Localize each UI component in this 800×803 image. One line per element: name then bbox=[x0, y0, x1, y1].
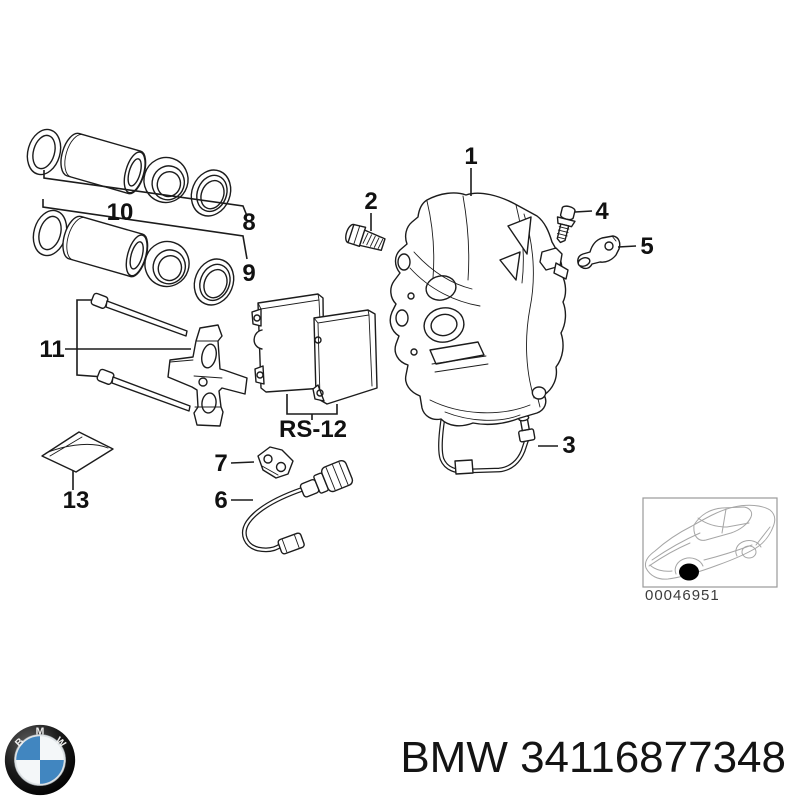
grease-packet bbox=[41, 431, 114, 473]
brake-piston-lower bbox=[62, 215, 149, 278]
quadrant-bottom-right bbox=[40, 760, 64, 784]
logo-letter-m: M bbox=[36, 726, 45, 737]
brake-piston-upper bbox=[60, 132, 147, 195]
o-ring-upper bbox=[26, 128, 62, 176]
brake-hose bbox=[438, 403, 536, 475]
callout-6: 6 bbox=[214, 487, 227, 514]
bleeder-screw bbox=[556, 205, 576, 244]
callout-1: 1 bbox=[464, 143, 477, 170]
highlight-dot bbox=[679, 563, 699, 581]
brake-pad-inner bbox=[251, 293, 325, 393]
leader-line-4 bbox=[574, 210, 593, 213]
leader-line-8 bbox=[43, 170, 248, 217]
quadrant-top-left bbox=[16, 736, 40, 760]
callout-11: 11 bbox=[39, 336, 64, 363]
callout-4: 4 bbox=[595, 198, 609, 225]
leader-bracket-11 bbox=[76, 299, 105, 378]
anti-rattle-clip bbox=[167, 324, 248, 427]
bmw-logo: B M W bbox=[2, 722, 78, 798]
callout-9: 9 bbox=[242, 260, 255, 287]
wear-sensor bbox=[242, 459, 354, 555]
thumbnail-code: 00046951 bbox=[645, 587, 720, 604]
callout-13: 13 bbox=[63, 487, 90, 514]
leader-line-9 bbox=[42, 199, 248, 260]
dust-boot-upper bbox=[143, 156, 189, 204]
mounting-bolt bbox=[345, 223, 386, 251]
callout-2: 2 bbox=[364, 188, 377, 215]
leader-line-5 bbox=[617, 245, 637, 248]
seal-ring-lower bbox=[193, 258, 235, 306]
guide-pin-upper bbox=[90, 292, 188, 337]
guide-pin-lower bbox=[96, 368, 191, 412]
dust-boot-lower bbox=[144, 240, 190, 288]
leader-line-7 bbox=[230, 461, 255, 464]
quadrant-top-right bbox=[40, 736, 64, 760]
quadrant-bottom-left bbox=[16, 760, 40, 784]
sensor-holder bbox=[257, 446, 294, 479]
callout-7: 7 bbox=[214, 450, 227, 477]
callout-8: 8 bbox=[242, 209, 255, 236]
part-number: 34116877348 bbox=[520, 733, 786, 782]
brand-name: BMW bbox=[400, 733, 508, 782]
part-number-line: BMW 34116877348 bbox=[400, 736, 786, 780]
seal-ring-upper bbox=[190, 169, 232, 217]
callout-5: 5 bbox=[640, 233, 653, 260]
leader-bracket-rs12 bbox=[286, 394, 338, 420]
parts-diagram-canvas: 1 2 3 4 5 6 7 8 9 10 11 13 RS-12 0004695… bbox=[26, 128, 778, 604]
vehicle-thumbnail: 00046951 bbox=[642, 497, 778, 604]
brake-pad-outer bbox=[312, 309, 378, 405]
callout-3: 3 bbox=[562, 432, 575, 459]
brake-caliper bbox=[389, 192, 569, 427]
pad-set-label: RS-12 bbox=[279, 416, 347, 443]
retainer-bracket bbox=[577, 235, 621, 270]
callout-10: 10 bbox=[107, 199, 134, 226]
car-outline-drawing bbox=[645, 504, 776, 581]
